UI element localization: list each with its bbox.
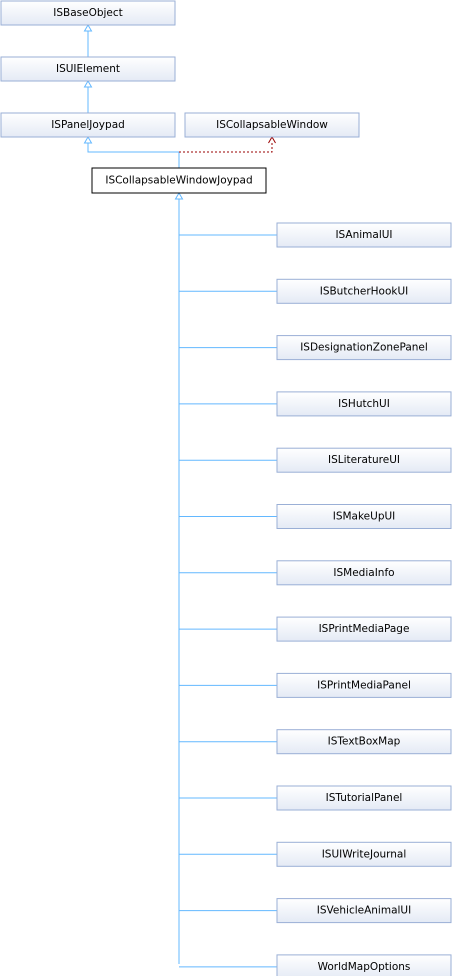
node-box-ishutchui: [276, 391, 452, 417]
node-isprintmediapanel[interactable]: ISPrintMediaPanel: [276, 672, 452, 698]
edge-cwj-to-collapsablewindow: [179, 142, 273, 153]
node-label-worldmapoptions: WorldMapOptions: [318, 961, 411, 973]
node-label-isliteratureui: ISLiteratureUI: [328, 454, 400, 466]
arrow-to-cwj: [174, 192, 184, 200]
node-isuiwritejournal[interactable]: ISUIWriteJournal: [276, 841, 452, 867]
node-label-iscollapsablewindowjoypad: ISCollapsableWindowJoypad: [105, 175, 252, 187]
node-label-isuielement: ISUIElement: [56, 63, 120, 75]
node-isbutcherhookui[interactable]: ISButcherHookUI: [276, 278, 452, 304]
arrow-to-baseobject: [83, 24, 93, 32]
node-label-ishutchui: ISHutchUI: [338, 398, 390, 410]
node-isliteratureui[interactable]: ISLiteratureUI: [276, 447, 452, 473]
node-box-isanimalui: [276, 222, 452, 248]
node-isbaseobject[interactable]: ISBaseObject: [0, 0, 176, 26]
node-label-istutorialpanel: ISTutorialPanel: [326, 792, 403, 804]
node-box-isvehicleanimalui: [276, 898, 452, 924]
node-label-isuiwritejournal: ISUIWriteJournal: [322, 848, 407, 860]
node-label-isanimalui: ISAnimalUI: [335, 229, 392, 241]
node-ishutchui[interactable]: ISHutchUI: [276, 391, 452, 417]
node-label-isprintmediapanel: ISPrintMediaPanel: [317, 679, 411, 691]
node-istextboxmap[interactable]: ISTextBoxMap: [276, 729, 452, 755]
node-box-isuiwritejournal: [276, 841, 452, 867]
node-isvehicleanimalui[interactable]: ISVehicleAnimalUI: [276, 898, 452, 924]
node-box-istutorialpanel: [276, 785, 452, 811]
node-label-ismakeupui: ISMakeUpUI: [333, 511, 396, 523]
edges-layer: [83, 24, 277, 968]
node-ispaneljoypad[interactable]: ISPanelJoypad: [0, 112, 176, 138]
node-iscollapsablewindow[interactable]: ISCollapsableWindow: [184, 112, 360, 138]
node-label-isprintmediapage: ISPrintMediaPage: [319, 623, 410, 635]
node-box-isprintmediapage: [276, 616, 452, 642]
node-isprintmediapage[interactable]: ISPrintMediaPage: [276, 616, 452, 642]
node-isdesignationzonepanel[interactable]: ISDesignationZonePanel: [276, 335, 452, 361]
node-box-ismakeupui: [276, 504, 452, 529]
node-label-istextboxmap: ISTextBoxMap: [328, 736, 401, 748]
node-box-isbutcherhookui: [276, 278, 452, 304]
edge-cwj-to-paneljoypad: [87, 142, 180, 168]
node-label-isvehicleanimalui: ISVehicleAnimalUI: [317, 905, 411, 917]
node-ismediainfo[interactable]: ISMediaInfo: [276, 560, 452, 586]
arrow-to-paneljoypad: [83, 136, 93, 144]
arrow-to-collapsablewindow: [268, 136, 276, 144]
node-label-ispaneljoypad: ISPanelJoypad: [51, 119, 125, 131]
node-box-isprintmediapanel: [276, 672, 452, 698]
arrow-to-uielement: [83, 80, 93, 88]
node-istutorialpanel[interactable]: ISTutorialPanel: [276, 785, 452, 811]
child-nodes: ISAnimalUI ISButcherHookUI ISDesignationZo…: [276, 222, 452, 976]
node-box-ismediainfo: [276, 560, 452, 586]
node-label-ismediainfo: ISMediaInfo: [333, 567, 394, 579]
node-worldmapoptions[interactable]: WorldMapOptions: [276, 954, 452, 976]
node-label-isbutcherhookui: ISButcherHookUI: [320, 285, 409, 297]
node-isuielement[interactable]: ISUIElement: [0, 56, 176, 82]
node-label-isbaseobject: ISBaseObject: [53, 7, 123, 19]
node-box-worldmapoptions: [276, 954, 452, 976]
node-box-isliteratureui: [276, 447, 452, 473]
node-ismakeupui[interactable]: ISMakeUpUI: [276, 504, 452, 529]
node-box-isdesignationzonepanel: [276, 335, 452, 361]
node-iscollapsablewindowjoypad: ISCollapsableWindowJoypad: [91, 167, 267, 194]
node-box-istextboxmap: [276, 729, 452, 755]
node-label-iscollapsablewindow: ISCollapsableWindow: [216, 119, 328, 131]
node-isanimalui[interactable]: ISAnimalUI: [276, 222, 452, 248]
child-branches: [179, 234, 277, 968]
node-label-isdesignationzonepanel: ISDesignationZonePanel: [300, 342, 428, 354]
